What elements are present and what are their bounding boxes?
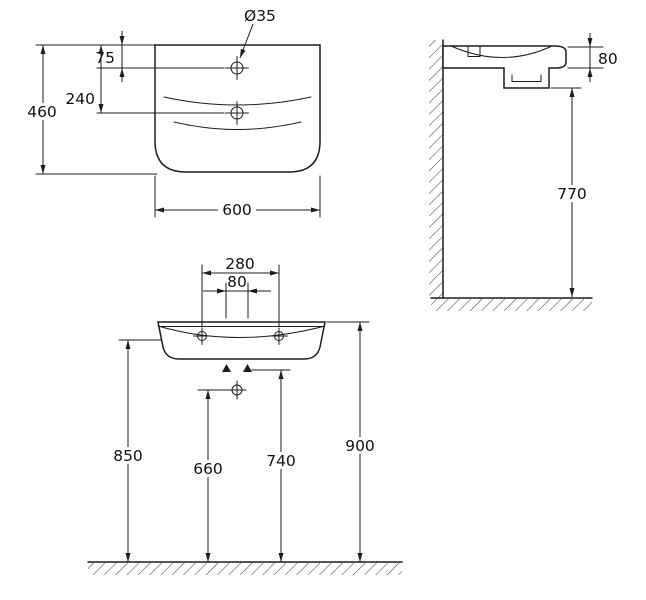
dim-label-770: 770 <box>557 185 587 203</box>
dim-label-600: 600 <box>222 201 252 219</box>
floor-hatching-front <box>88 562 402 575</box>
front-installation-view: 280 80 850 660 <box>87 255 403 575</box>
dim-label-660: 660 <box>193 460 223 478</box>
dim-label-740: 740 <box>266 452 296 470</box>
dim-label-240: 240 <box>65 90 95 108</box>
leader-line <box>239 23 254 59</box>
dim-label-280: 280 <box>225 255 255 273</box>
dim-75: 75 <box>95 31 125 82</box>
up-arrow-right <box>243 364 252 372</box>
dim-label-75: 75 <box>95 49 115 67</box>
label-mask <box>25 103 61 120</box>
basin-body-outline <box>157 321 326 360</box>
trap-boss-step <box>511 74 542 82</box>
floor-hatching-side <box>431 298 592 311</box>
dim-label-850: 850 <box>113 447 143 465</box>
label-mask <box>263 452 299 469</box>
plan-view: Ø35 75 240 460 600 <box>25 7 321 219</box>
dim-850: 850 <box>110 339 162 562</box>
rim-sag-curve <box>157 325 326 338</box>
label-mask <box>218 201 256 218</box>
drain-crosshair <box>227 380 247 400</box>
dim-660: 660 <box>190 389 229 562</box>
underside-fixing-arrows <box>222 364 252 372</box>
label-mask <box>342 437 378 454</box>
dim-80-side: 80 <box>567 33 618 82</box>
bowl-edge-arc-inner <box>173 121 302 130</box>
dim-label-hole-diameter: Ø35 <box>244 7 276 25</box>
basin-outline <box>154 44 321 173</box>
dim-label-900: 900 <box>345 437 375 455</box>
side-view: 80 770 <box>429 33 618 311</box>
dim-label-80-side: 80 <box>598 50 618 68</box>
dim-460: 460 <box>25 45 61 174</box>
overflow-hole-crosshair <box>225 101 249 125</box>
dim-740: 740 <box>251 369 299 562</box>
label-mask <box>190 460 226 477</box>
dim-label-460: 460 <box>27 103 57 121</box>
dim-80-front: 80 <box>203 273 271 319</box>
dim-240: 240 <box>65 45 104 113</box>
dim-770: 770 <box>550 87 590 297</box>
dim-280: 280 <box>201 255 280 327</box>
dim-900: 900 <box>326 321 378 562</box>
up-arrow-left <box>222 364 231 372</box>
fixing-hole-right-crosshair <box>270 327 288 345</box>
label-mask <box>554 185 590 202</box>
wall-hatching <box>429 40 443 298</box>
basin-profile-outline <box>442 45 567 89</box>
dim-600: 600 <box>154 175 321 219</box>
dim-hole-diameter: Ø35 <box>239 7 276 59</box>
tap-hole-crosshair <box>225 56 249 80</box>
tap-hole-slot <box>467 45 481 57</box>
label-mask <box>110 447 146 464</box>
bowl-section-curve <box>450 45 553 58</box>
fixing-hole-left-crosshair <box>193 327 211 345</box>
dim-label-80-front: 80 <box>227 273 247 291</box>
